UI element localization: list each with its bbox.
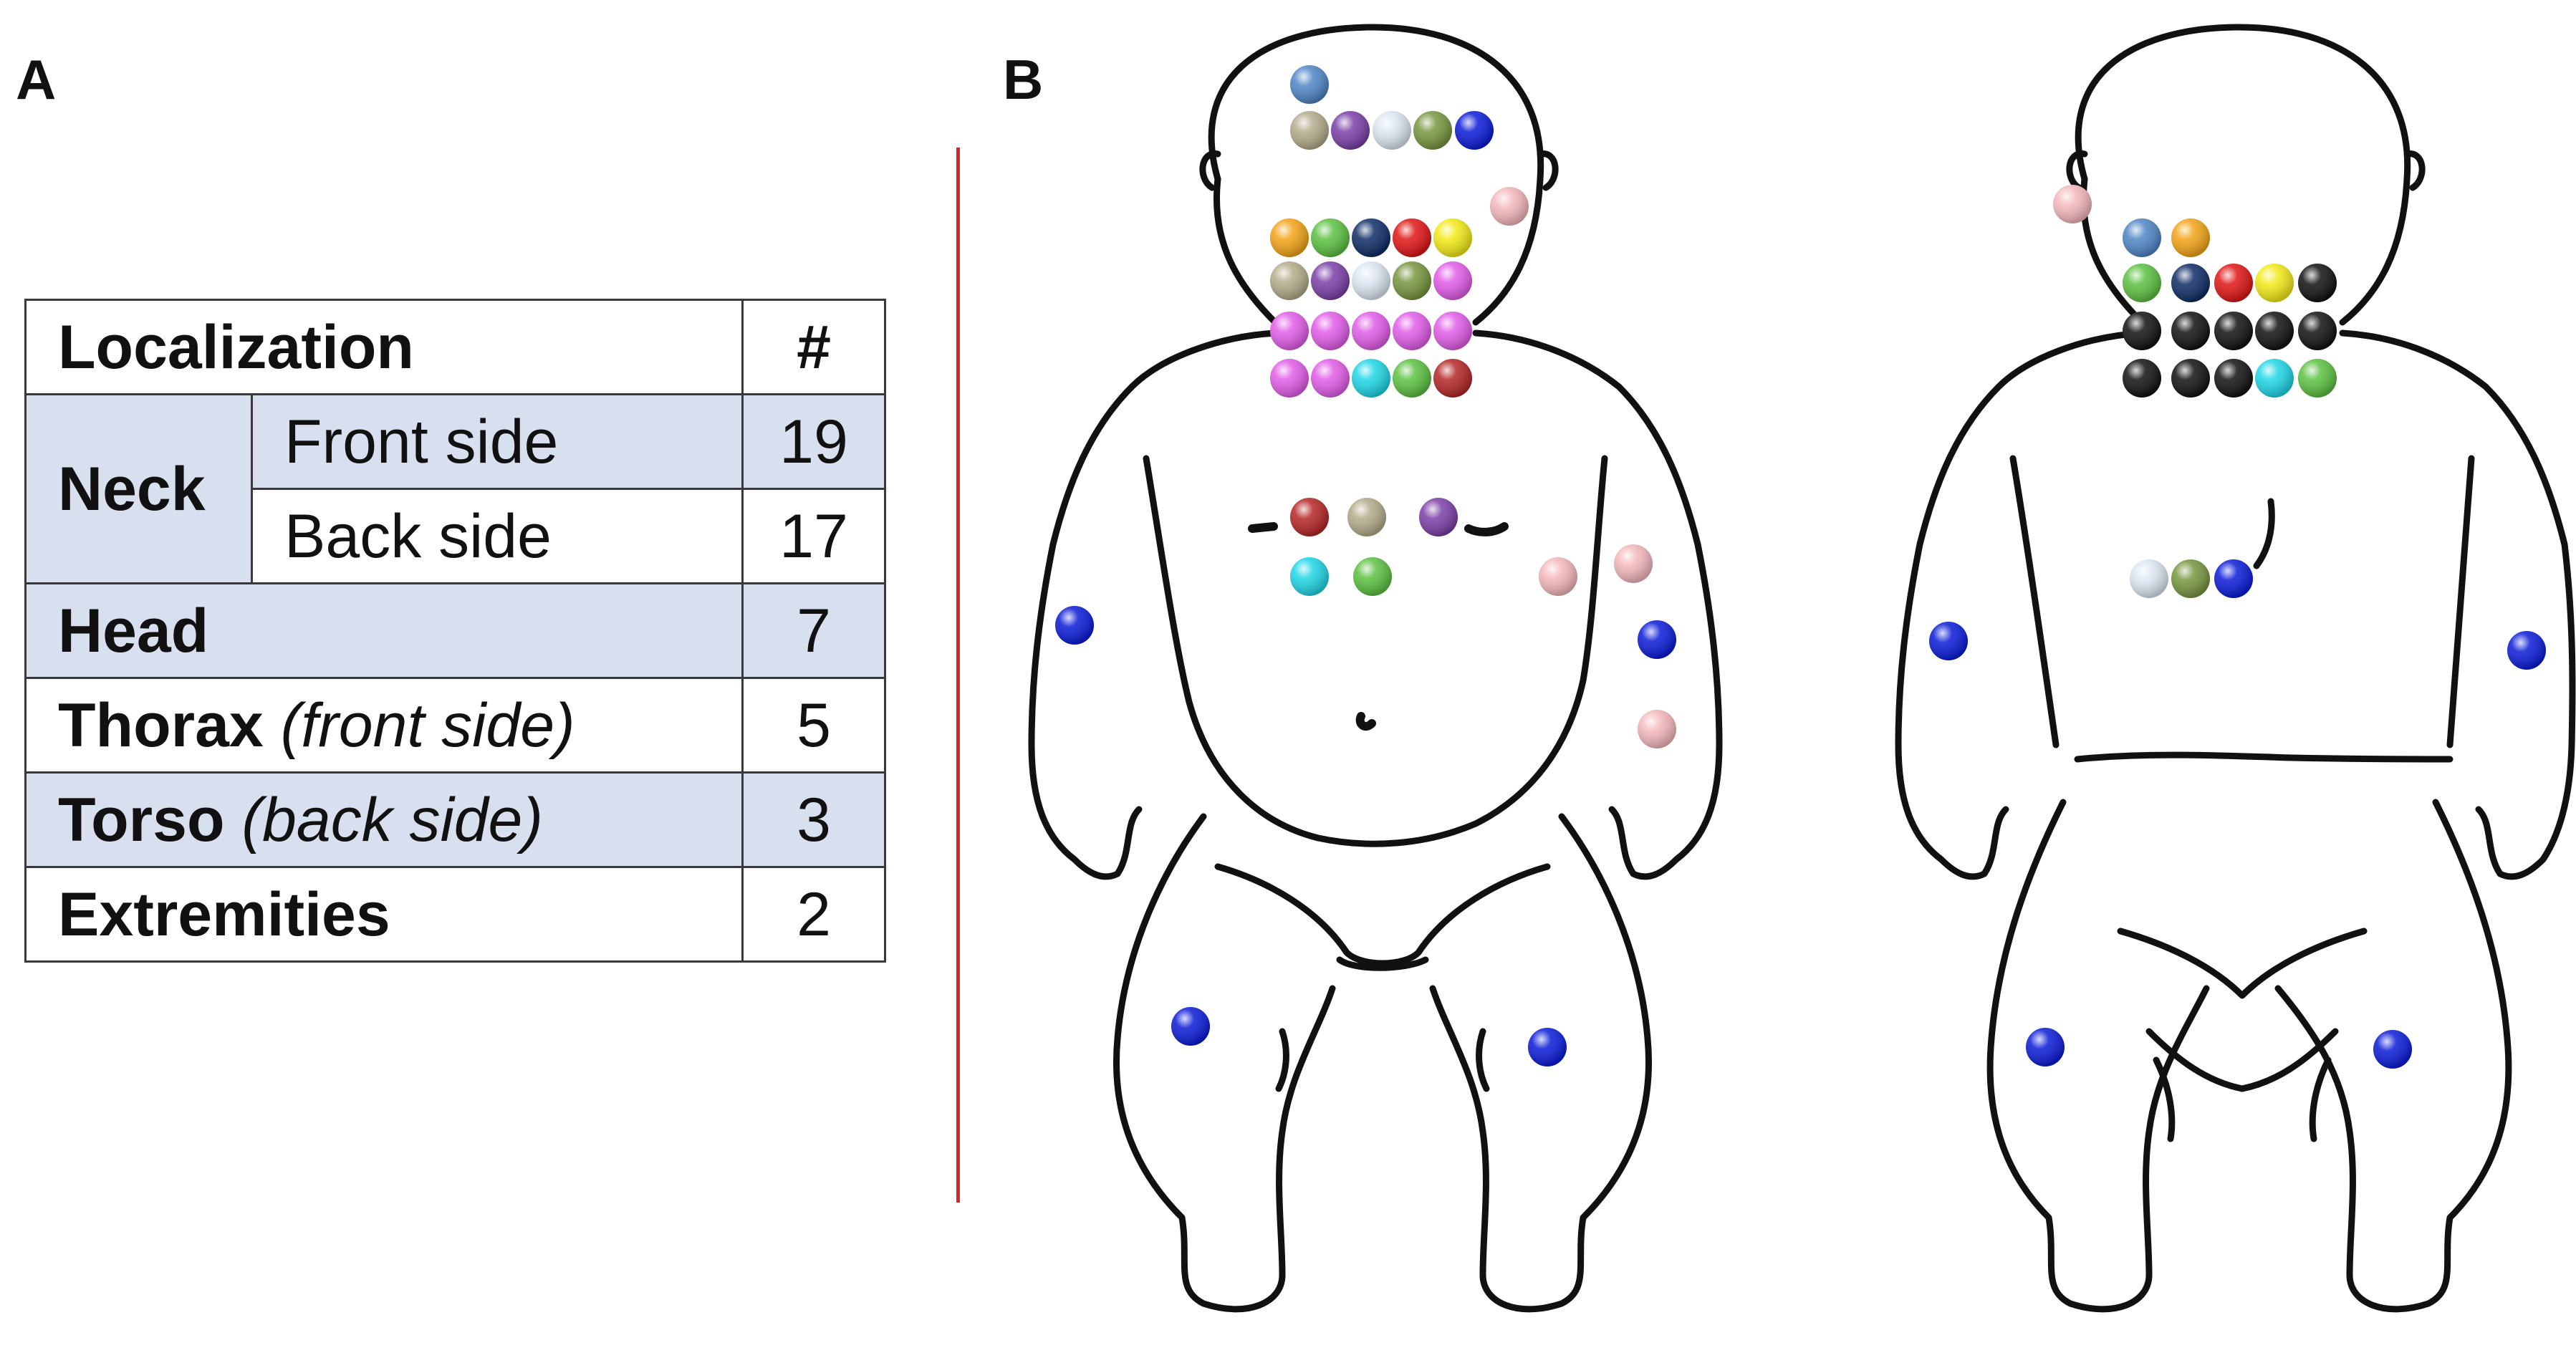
pale-blue-dot (2130, 559, 2168, 598)
pink-dot (1539, 557, 1577, 596)
dark-red-dot (1433, 359, 1472, 398)
baby-back-outline (1895, 24, 2576, 1313)
table-row: Neck Front side 19 (24, 393, 886, 584)
green-dot (1393, 359, 1431, 398)
khaki-dot (1290, 111, 1329, 150)
pink-dot (1638, 710, 1676, 748)
khaki-dot (1270, 261, 1309, 300)
khaki-dot (1347, 498, 1386, 536)
table-header-row: Localization # (24, 299, 886, 395)
row-head-count: 7 (741, 582, 886, 679)
blue-dot (1171, 1007, 1210, 1046)
black-dot (2298, 264, 2337, 302)
pink-dot (1490, 187, 1529, 226)
magenta-dot (1433, 261, 1472, 300)
green-dot (1311, 218, 1350, 257)
black-dot (2214, 359, 2253, 398)
pale-blue-dot (1352, 261, 1390, 300)
black-dot (2123, 359, 2161, 398)
yellow-dot (1433, 218, 1472, 257)
row-neck-back-label: Back side (251, 488, 744, 584)
cyan-dot (2255, 359, 2294, 398)
row-extremities-count: 2 (741, 866, 886, 963)
red-dot (2214, 264, 2253, 302)
row-extremities-label: Extremities (24, 866, 744, 963)
header-localization: Localization (24, 299, 744, 395)
row-neck-front-label: Front side (251, 393, 744, 490)
purple-dot (1311, 261, 1350, 300)
blue-dot (1638, 620, 1676, 659)
blue-dot (2373, 1030, 2412, 1069)
black-dot (2171, 312, 2210, 350)
table-row: Back side 17 (26, 488, 886, 584)
row-head-label: Head (24, 582, 744, 679)
black-dot (2123, 312, 2161, 350)
panel-label-b: B (1003, 48, 1044, 111)
orange-dot (1270, 218, 1309, 257)
row-torso-label: Torso (back side) (24, 771, 744, 868)
steel-blue-dot (2123, 218, 2161, 257)
magenta-dot (1311, 312, 1350, 350)
row-thorax-label: Thorax (front side) (24, 677, 744, 774)
black-dot (2298, 312, 2337, 350)
pink-dot (1614, 544, 1653, 583)
black-dot (2214, 312, 2253, 350)
header-count: # (741, 299, 886, 395)
blue-dot (2026, 1028, 2065, 1066)
magenta-dot (1311, 359, 1350, 398)
purple-dot (1419, 498, 1458, 536)
row-neck-front-count: 19 (741, 393, 886, 490)
blue-dot (1055, 606, 1094, 645)
magenta-dot (1270, 359, 1309, 398)
pale-blue-dot (1373, 111, 1411, 150)
row-torso-count: 3 (741, 771, 886, 868)
blue-dot (1455, 111, 1494, 150)
blue-dot (1528, 1028, 1567, 1066)
baby-front-outline (1028, 24, 1723, 1313)
steel-blue-dot (1290, 65, 1329, 104)
blue-dot (1929, 622, 1968, 660)
pink-dot (2053, 185, 2092, 223)
orange-dot (2171, 218, 2210, 257)
olive-green-dot (1393, 261, 1431, 300)
blue-dot (2214, 559, 2253, 598)
table-row: Torso (back side) 3 (24, 771, 886, 868)
olive-green-dot (1413, 111, 1452, 150)
row-neck-label: Neck (24, 393, 253, 584)
magenta-dot (1393, 312, 1431, 350)
olive-green-dot (2171, 559, 2210, 598)
magenta-dot (1433, 312, 1472, 350)
green-dot (1353, 557, 1392, 596)
red-dot (1393, 218, 1431, 257)
lesion-dots (1055, 65, 2546, 1069)
magenta-dot (1270, 312, 1309, 350)
navy-dot (1352, 218, 1390, 257)
cyan-dot (1352, 359, 1390, 398)
dark-red-dot (1290, 498, 1329, 536)
panel-divider (956, 148, 960, 1203)
navy-dot (2171, 264, 2210, 302)
table-row: Head 7 (24, 582, 886, 679)
yellow-dot (2255, 264, 2294, 302)
row-thorax-count: 5 (741, 677, 886, 774)
black-dot (2171, 359, 2210, 398)
purple-dot (1331, 111, 1370, 150)
row-neck-back-count: 17 (741, 488, 886, 584)
cyan-dot (1290, 557, 1329, 596)
table-row: Thorax (front side) 5 (24, 677, 886, 774)
table-row: Extremities 2 (24, 866, 886, 963)
blue-dot (2507, 631, 2546, 670)
green-dot (2298, 359, 2337, 398)
black-dot (2255, 312, 2294, 350)
panel-label-a: A (16, 48, 57, 111)
magenta-dot (1352, 312, 1390, 350)
green-dot (2123, 264, 2161, 302)
localization-table: Localization # Neck Front side 19 Back s… (24, 299, 886, 963)
